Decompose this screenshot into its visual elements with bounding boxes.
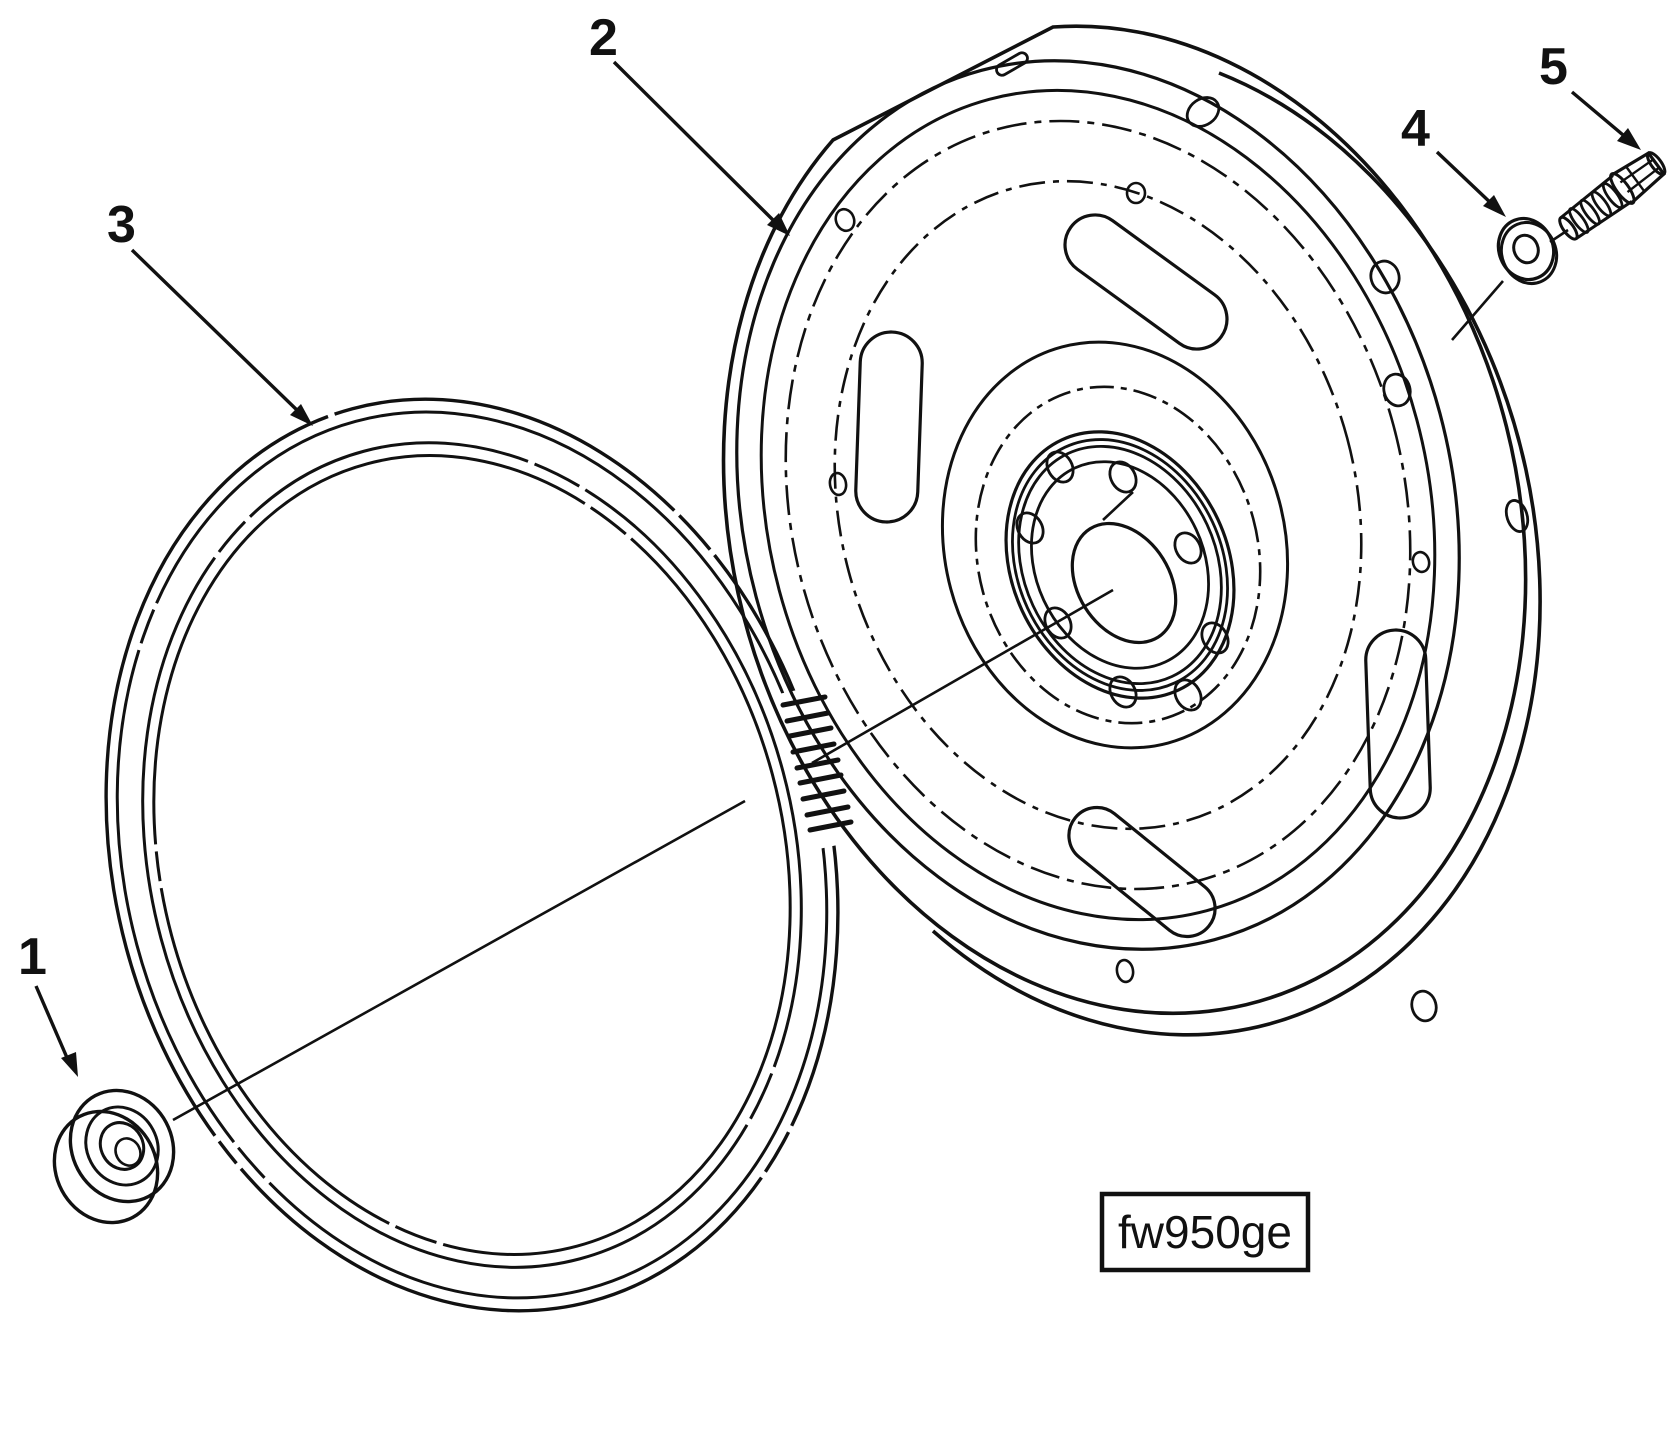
flywheel-slot-top [1063, 213, 1229, 351]
figure-code-border [1099, 1191, 1311, 1273]
callout-2-arrow-line [612, 60, 777, 224]
bolt-head-end [1645, 151, 1667, 176]
callout-4-arrow-line [1435, 150, 1496, 208]
ring-gear-inner-outer-line [141, 441, 803, 1269]
bearing-bore-depth [114, 1137, 142, 1167]
bearing-race-ring [84, 1105, 160, 1187]
flywheel-small-holes [828, 181, 1431, 984]
callout-4-label: 4 [1401, 100, 1430, 158]
bolt-hole [1382, 372, 1412, 408]
bolt-hole [1185, 96, 1221, 128]
hub-boss-outer [1004, 430, 1236, 700]
bearing-side-surface [52, 1109, 160, 1225]
hub-boss-chamfer-2 [1017, 444, 1223, 686]
washer-outer [1496, 216, 1556, 282]
hub-bolt-hole [1200, 621, 1230, 655]
callout-3: 3 [107, 196, 313, 426]
flywheel-hub [1004, 430, 1236, 712]
bolt-flange [1609, 172, 1636, 205]
callout-5-arrow-line [1570, 90, 1631, 142]
callout-1: 1 [18, 928, 78, 1077]
bearing-outer-face [68, 1088, 176, 1204]
washer-illustration [1451, 216, 1569, 341]
callout-1-arrow-line [34, 985, 70, 1061]
callout-3-arrow-line [130, 248, 302, 415]
flywheel-slot-bottom [1067, 805, 1217, 939]
hub-bolt-hole [1108, 675, 1138, 709]
figure-code-box: fw950ge [1099, 1191, 1311, 1273]
small-hole [1115, 958, 1135, 984]
flywheel-outer-profile [721, 24, 1528, 1016]
bolt-hole [1410, 989, 1438, 1023]
callout-5-arrowhead [1617, 128, 1641, 150]
callout-2: 2 [589, 9, 790, 236]
bolt-head-facets [1619, 158, 1660, 194]
flywheel-face-ring-band [759, 88, 1437, 922]
callout-2-label: 2 [589, 9, 618, 67]
hub-bore-depth-line [1102, 491, 1134, 521]
flywheel-slot-left [854, 330, 924, 524]
bolt-hole [1504, 499, 1530, 533]
bolt-hole [1369, 259, 1401, 295]
hub-bolt-hole [1015, 511, 1045, 545]
small-hole [828, 471, 848, 497]
callout-4-arrowhead [1483, 195, 1506, 217]
flywheel-face-ring-outer [735, 59, 1461, 951]
flywheel-centerline-ring-3 [974, 385, 1262, 725]
hub-boss-chamfer-1 [1011, 438, 1229, 692]
flywheel-inner-ring [940, 340, 1290, 750]
flywheel-slot-right [1364, 628, 1432, 820]
hub-bolt-hole [1045, 450, 1075, 484]
bearing-leader-line [172, 588, 1114, 1122]
small-hole [1411, 550, 1431, 574]
callout-5: 5 [1539, 38, 1641, 150]
small-hole [834, 207, 856, 233]
hub-center-bore [1070, 521, 1178, 645]
hub-bolt-hole [1173, 531, 1203, 565]
callout-1-label: 1 [18, 928, 47, 986]
flywheel-centerline-ring-2 [833, 179, 1363, 831]
bolt-illustration [1558, 150, 1667, 241]
ring-gear-illustration [104, 397, 860, 1313]
ring-gear-inner-edge [152, 454, 792, 1256]
washer-leader-line [1451, 280, 1504, 341]
callout-5-label: 5 [1539, 38, 1568, 96]
callout-2-arrowhead [767, 213, 790, 236]
callout-3-arrowhead [290, 404, 313, 426]
callout-4: 4 [1401, 100, 1506, 217]
figure-code-text: fw950ge [1118, 1206, 1292, 1258]
flywheel-rim-side [931, 71, 1542, 1037]
pilot-bearing-illustration [52, 1088, 176, 1225]
flywheel-illustration [172, 24, 1542, 1122]
hub-bolt-hole [1108, 460, 1138, 494]
washer-hole [1512, 233, 1540, 265]
callout-1-arrowhead [61, 1052, 78, 1077]
hub-flange-ring [1030, 460, 1210, 670]
callout-3-label: 3 [107, 196, 136, 254]
hub-bolt-circle [1015, 450, 1230, 712]
flywheel-balance-notch [995, 51, 1029, 77]
flywheel-bolt-holes [1185, 96, 1530, 1023]
small-hole [1125, 181, 1147, 205]
hub-bolt-hole [1173, 678, 1203, 712]
bearing-bore [98, 1121, 146, 1171]
bolt-head [1611, 150, 1667, 204]
